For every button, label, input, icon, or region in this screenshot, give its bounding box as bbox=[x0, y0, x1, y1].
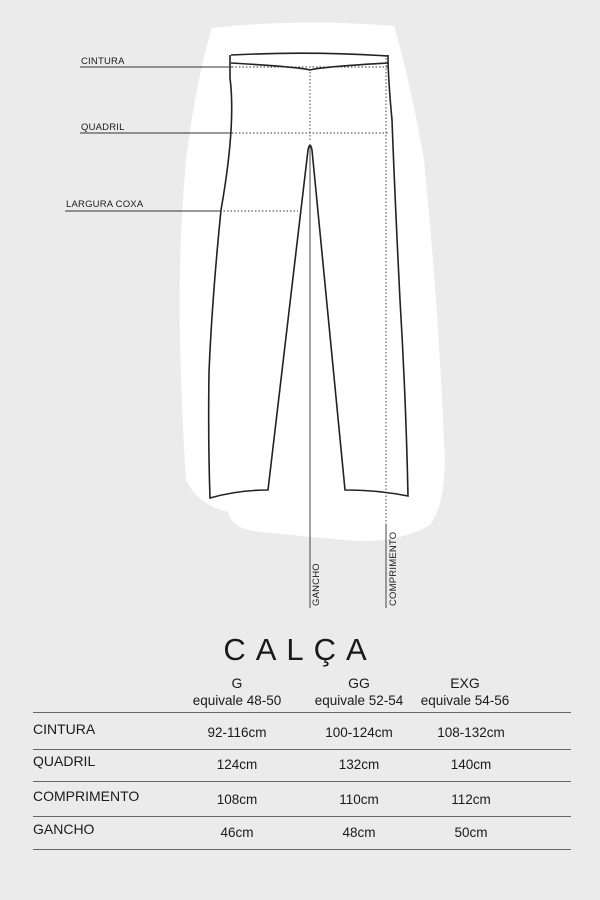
row-label: CINTURA bbox=[33, 721, 96, 737]
table-cell: 100-124cm bbox=[325, 725, 393, 740]
size-name: EXG bbox=[450, 675, 480, 691]
row-label: COMPRIMENTO bbox=[33, 788, 140, 804]
table-cell: 112cm bbox=[451, 792, 491, 807]
table-row: GANCHO 46cm 48cm 50cm bbox=[33, 813, 571, 850]
waist-label: CINTURA bbox=[81, 56, 125, 67]
length-label: COMPRIMENTO bbox=[388, 532, 399, 606]
size-equivalence: equivale 52-54 bbox=[314, 693, 404, 708]
size-equivalence: equivale 48-50 bbox=[192, 693, 282, 708]
size-equivalence: equivale 54-56 bbox=[420, 693, 510, 708]
table-cell: 108-132cm bbox=[437, 725, 505, 740]
product-title: CALÇA bbox=[223, 632, 377, 667]
size-name: GG bbox=[348, 675, 370, 691]
thigh-label: LARGURA COXA bbox=[66, 199, 144, 210]
table-row: QUADRIL 124cm 132cm 140cm bbox=[33, 745, 571, 782]
measurement-lines bbox=[65, 58, 388, 608]
table-cell: 50cm bbox=[454, 825, 488, 840]
row-label: GANCHO bbox=[33, 821, 95, 837]
table-cell: 46cm bbox=[220, 825, 254, 840]
pants-diagram: CINTURA QUADRIL LARGURA COXA GANCHO COMP… bbox=[65, 22, 445, 608]
size-column-gg: GG equivale 52-54 bbox=[294, 674, 424, 710]
row-label: QUADRIL bbox=[33, 753, 96, 769]
rise-label: GANCHO bbox=[311, 563, 322, 606]
garment-halo bbox=[179, 22, 445, 541]
table-cell: 48cm bbox=[342, 825, 376, 840]
table-cell: 92-116cm bbox=[207, 725, 267, 740]
size-column-exg: EXG equivale 54-56 bbox=[400, 674, 530, 710]
table-cell: 132cm bbox=[338, 757, 380, 772]
hip-label: QUADRIL bbox=[81, 122, 125, 133]
table-cell: 110cm bbox=[339, 792, 379, 807]
size-column-g: G equivale 48-50 bbox=[172, 674, 302, 710]
table-cell: 108cm bbox=[216, 792, 258, 807]
table-row: COMPRIMENTO 108cm 110cm 112cm bbox=[33, 780, 571, 817]
table-cell: 140cm bbox=[450, 757, 492, 772]
size-name: G bbox=[231, 675, 243, 691]
table-row: CINTURA 92-116cm 100-124cm 108-132cm bbox=[33, 712, 571, 750]
table-cell: 124cm bbox=[216, 757, 258, 772]
